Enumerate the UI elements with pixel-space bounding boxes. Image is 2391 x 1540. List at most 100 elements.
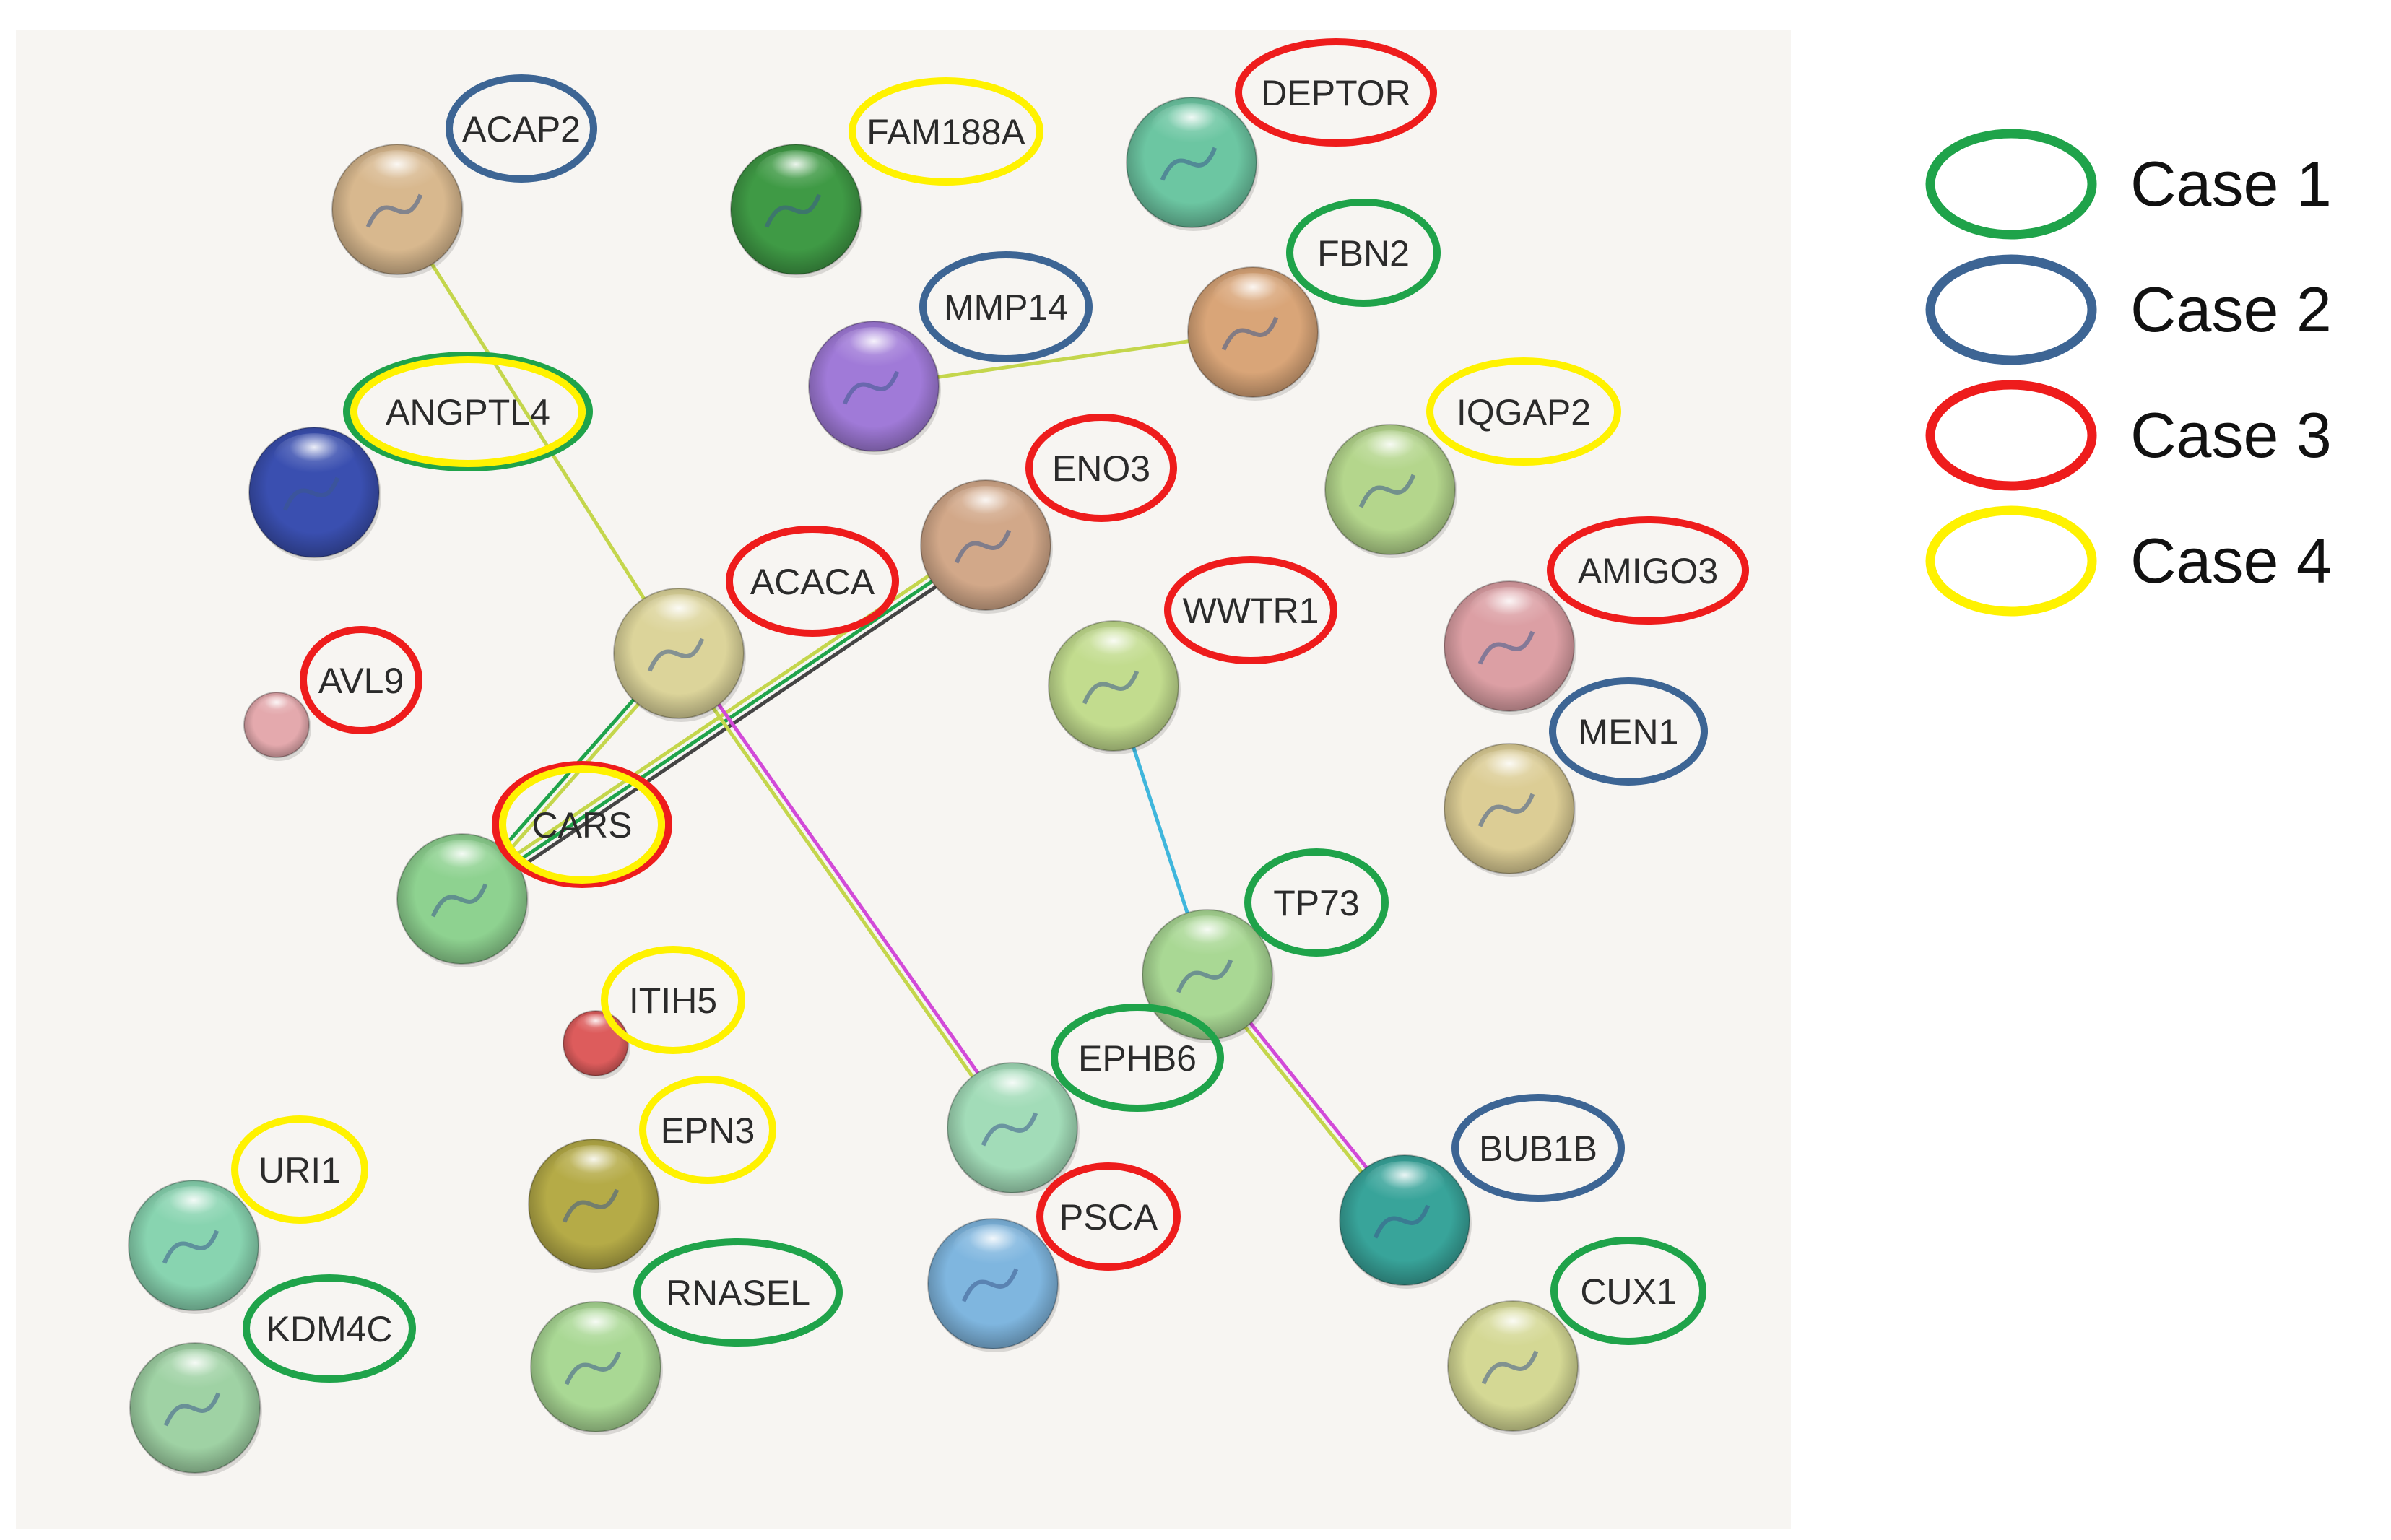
case-ring-case-1 (1051, 1004, 1224, 1112)
node-label: DEPTOR (1261, 73, 1410, 113)
case-ring-case-4 (601, 946, 745, 1054)
case-ring-case-4 (499, 765, 665, 884)
node-highlight (945, 486, 1026, 533)
case-ring-case-4 (639, 1076, 776, 1184)
node-wwtr1[interactable]: WWTR1 (1048, 556, 1337, 754)
node-label: EPHB6 (1078, 1038, 1197, 1079)
node-label: CUX1 (1580, 1271, 1676, 1312)
node-label: ENO3 (1052, 448, 1150, 489)
case-ring-case-3 (1235, 38, 1437, 147)
node-label: AMIGO3 (1578, 551, 1718, 591)
node-iqgap2[interactable]: IQGAP2 (1324, 357, 1621, 558)
case-ring-case-2 (919, 251, 1093, 362)
node-itih5[interactable]: ITIH5 (563, 946, 745, 1079)
node-label: TP73 (1273, 883, 1360, 923)
node-label: BUB1B (1479, 1128, 1597, 1169)
node-amigo3[interactable]: AMIGO3 (1444, 516, 1749, 715)
node-avl9[interactable]: AVL9 (243, 626, 422, 761)
legend-swatch (1925, 254, 2097, 365)
node-highlight (1469, 587, 1550, 634)
node-highlight (274, 433, 355, 480)
node-highlight (1469, 749, 1550, 796)
edge-acaca-ephb6 (674, 654, 1012, 1131)
node-label: PSCA (1059, 1197, 1158, 1237)
case-ring-case-1 (1244, 848, 1389, 957)
case-ring-case-3 (1164, 556, 1337, 664)
case-ring-case-3 (1547, 516, 1749, 625)
node-label: ACAP2 (462, 109, 581, 149)
legend-label: Case 4 (2130, 525, 2332, 596)
case-ring-case-3 (300, 626, 422, 734)
node-eno3[interactable]: ENO3 (920, 414, 1177, 614)
node-deptor[interactable]: DEPTOR (1126, 38, 1437, 231)
legend: Case 1 Case 2 Case 3 Case 4 (1925, 129, 2332, 617)
case-ring-case-3 (1025, 414, 1177, 522)
node-angptl4[interactable]: ANGPTL4 (248, 352, 593, 561)
node-highlight (422, 840, 503, 887)
legend-swatch (1925, 380, 2097, 491)
case-ring-case-3 (726, 526, 899, 637)
node-fbn2[interactable]: FBN2 (1187, 199, 1441, 401)
node-highlight (953, 1224, 1033, 1271)
node-highlight (1364, 1161, 1445, 1208)
case-ring-case-4 (849, 77, 1043, 186)
node-men1[interactable]: MEN1 (1444, 677, 1708, 877)
node-highlight (153, 1186, 234, 1233)
node-kdm4c[interactable]: KDM4C (129, 1274, 416, 1476)
node-label: FBN2 (1317, 233, 1410, 274)
legend-item-case-2: Case 2 (1925, 254, 2332, 365)
node-label: RNASEL (666, 1273, 810, 1313)
case-ring-case-1 (343, 352, 593, 471)
case-ring-case-2 (1549, 677, 1708, 786)
node-acap2[interactable]: ACAP2 (331, 74, 597, 278)
case-ring-case-1 (1286, 199, 1441, 307)
node-label: ITIH5 (629, 980, 717, 1021)
legend-item-case-1: Case 1 (1925, 129, 2332, 240)
node-fam188a[interactable]: FAM188A (730, 77, 1043, 278)
case-ring-case-1 (633, 1238, 843, 1347)
node-mmp14[interactable]: MMP14 (808, 251, 1093, 455)
node-highlight (972, 1069, 1053, 1115)
node-label: CARS (532, 805, 633, 845)
case-ring-case-2 (1451, 1094, 1625, 1202)
node-bub1b[interactable]: BUB1B (1339, 1094, 1625, 1289)
node-label: MMP14 (944, 287, 1068, 328)
case-ring-case-4 (231, 1115, 368, 1224)
node-highlight (1167, 915, 1248, 962)
case-ring-case-4 (350, 356, 586, 467)
legend-label: Case 2 (2130, 274, 2332, 345)
node-highlight (755, 150, 836, 197)
legend-swatch (1925, 505, 2097, 617)
node-acaca[interactable]: ACACA (613, 526, 899, 722)
node-epn3[interactable]: EPN3 (528, 1076, 776, 1273)
node-label: ACACA (750, 562, 875, 602)
node-highlight (1151, 103, 1232, 150)
legend-label: Case 1 (2130, 148, 2332, 219)
node-label: URI1 (259, 1150, 341, 1191)
node-highlight (553, 1145, 634, 1192)
node-rnasel[interactable]: RNASEL (530, 1238, 843, 1435)
node-label: FAM188A (867, 112, 1025, 152)
node-label: EPN3 (661, 1110, 755, 1151)
node-highlight (1212, 273, 1293, 320)
node-highlight (256, 695, 297, 719)
node-psca[interactable]: PSCA (927, 1162, 1181, 1352)
node-label: MEN1 (1579, 712, 1679, 752)
node-highlight (1472, 1307, 1553, 1354)
node-highlight (357, 150, 438, 197)
node-label: AVL9 (318, 661, 404, 701)
case-ring-case-4 (1426, 357, 1621, 466)
legend-swatch (1925, 129, 2097, 240)
node-uri1[interactable]: URI1 (128, 1115, 368, 1314)
node-ephb6[interactable]: EPHB6 (947, 1004, 1224, 1196)
legend-item-case-3: Case 3 (1925, 380, 2332, 491)
node-cux1[interactable]: CUX1 (1447, 1237, 1706, 1435)
legend-label: Case 3 (2130, 399, 2332, 471)
node-highlight (638, 594, 719, 641)
node-highlight (1073, 627, 1154, 674)
case-ring-case-2 (446, 74, 597, 183)
node-highlight (1350, 430, 1431, 477)
node-cars[interactable]: CARS (396, 761, 672, 967)
